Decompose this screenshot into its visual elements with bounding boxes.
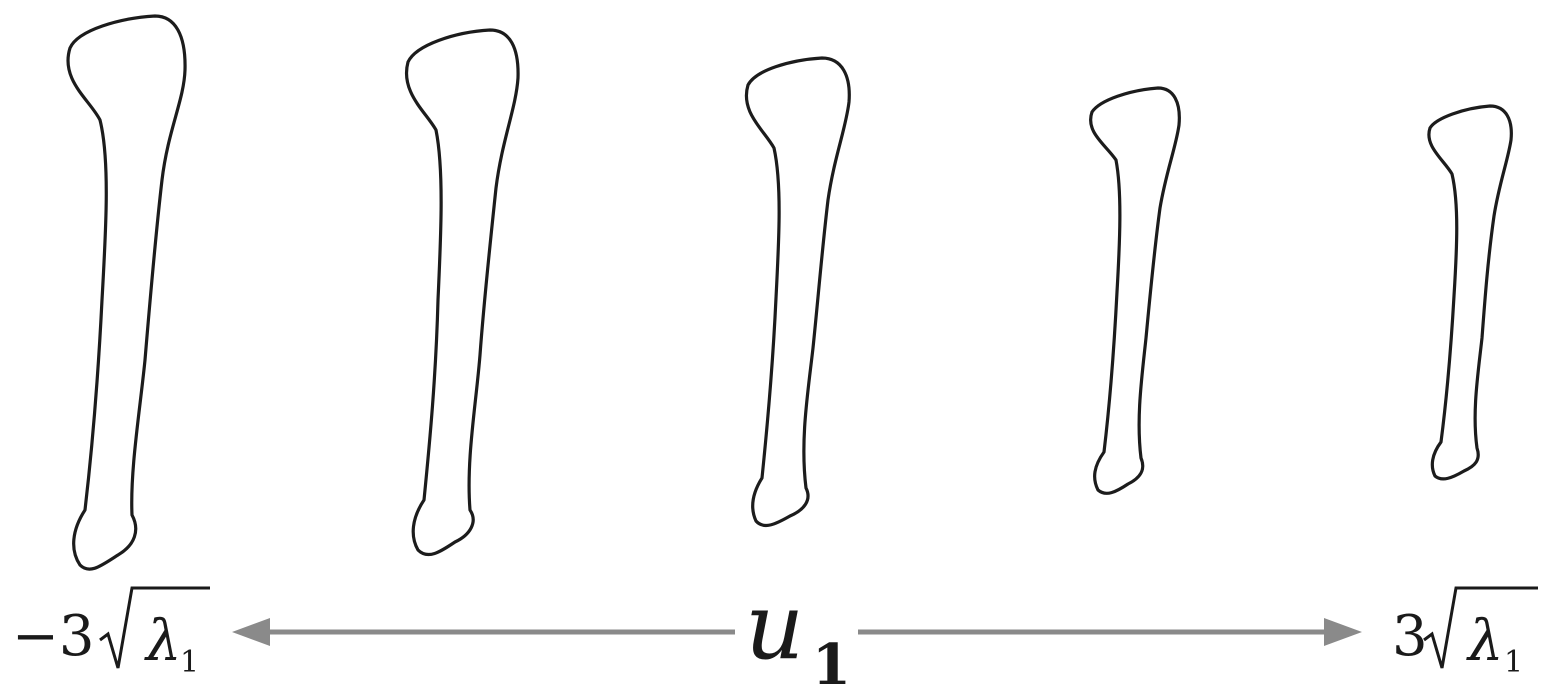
bone-shape-5 bbox=[1429, 106, 1511, 479]
right-label-symbol: λ bbox=[1466, 609, 1504, 674]
left-label-subscript: 1 bbox=[180, 645, 199, 680]
arrow-head-left bbox=[232, 618, 270, 646]
arrow-head-right bbox=[1324, 618, 1362, 646]
right-label-subscript: 1 bbox=[1504, 645, 1523, 680]
bone-shape-2 bbox=[406, 30, 518, 555]
bone-shape-3 bbox=[746, 58, 849, 525]
bone-shape-1 bbox=[68, 16, 185, 569]
right-label-coefficient: 3 bbox=[1392, 604, 1428, 669]
bone-shape-4 bbox=[1091, 88, 1180, 493]
left-label-symbol: λ bbox=[144, 609, 182, 674]
left-label-coefficient: −3 bbox=[12, 604, 95, 669]
axis-variable-label: u bbox=[745, 573, 804, 680]
axis-variable-subscript: 1 bbox=[812, 632, 851, 689]
